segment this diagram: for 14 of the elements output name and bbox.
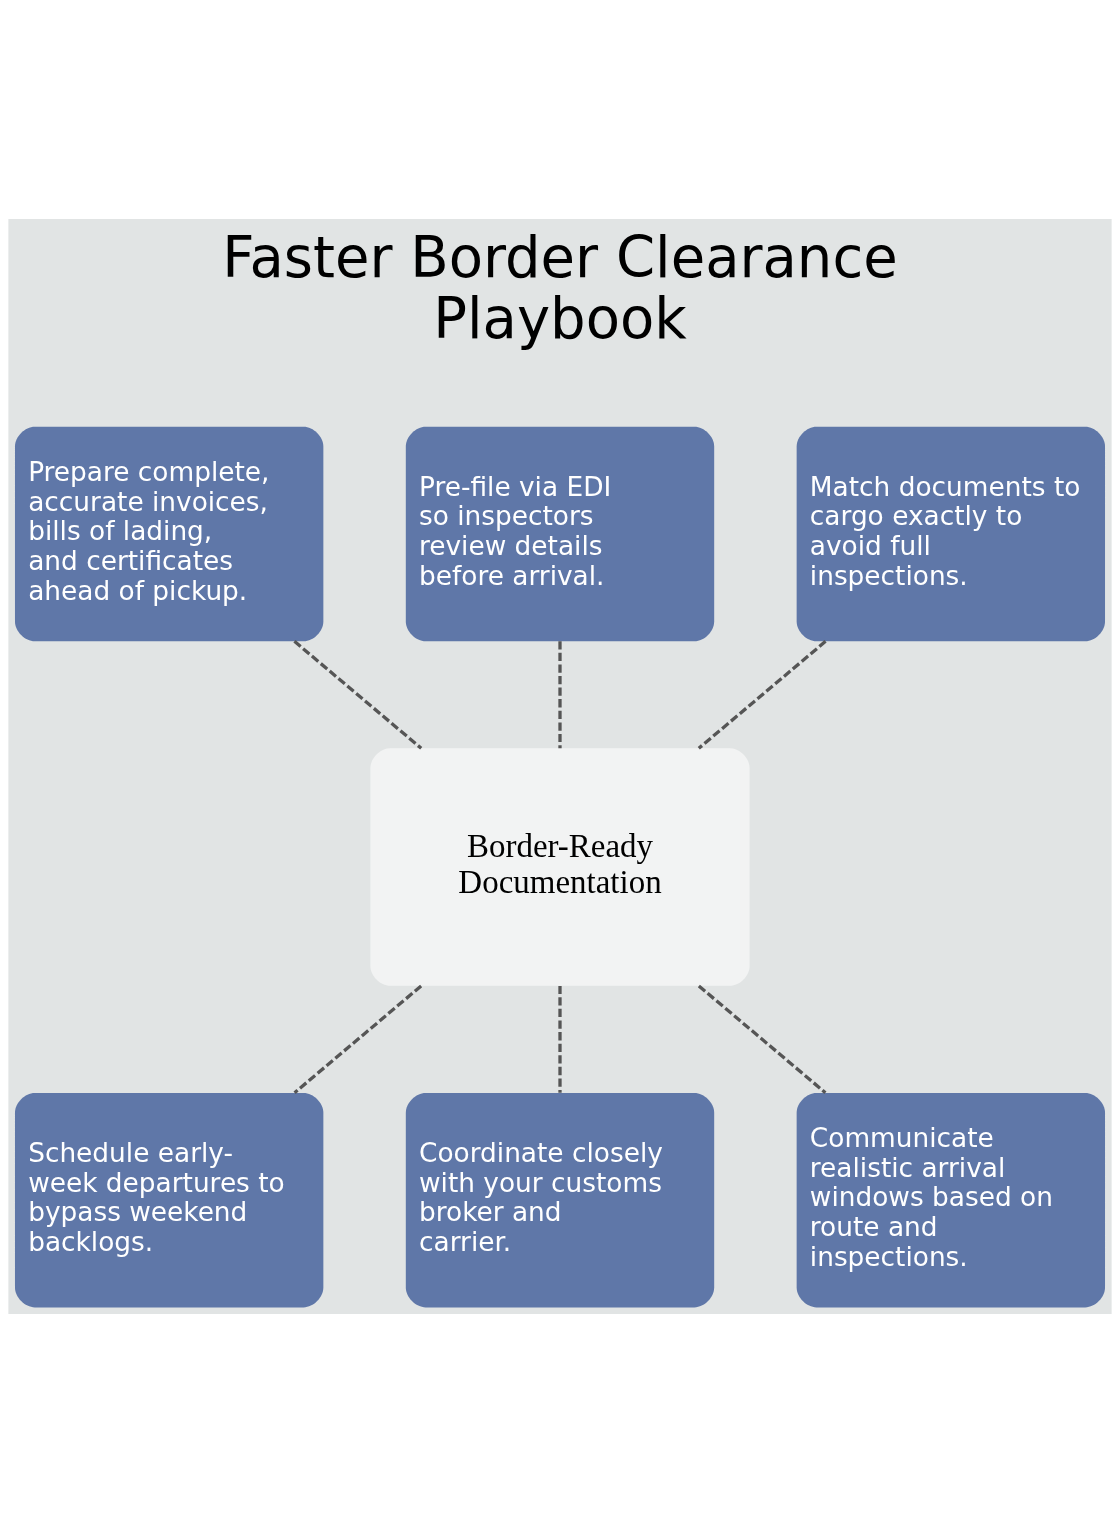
connector [697, 984, 827, 1094]
connector [558, 640, 562, 748]
connector [293, 639, 423, 750]
connector [558, 985, 562, 1093]
diagram-title: Faster Border Clearance Playbook [222, 224, 898, 351]
connector [697, 639, 827, 750]
node-box: Border-Ready Documentation [370, 747, 750, 986]
connector [293, 984, 423, 1094]
node-box: Match documents to cargo exactly to avoid full inspections. [796, 426, 1106, 641]
node-box: Schedule early-week departures to bypass weekend backlogs. [14, 1092, 324, 1307]
node-box: Pre-file via EDI so inspectors review details before arrival. [405, 426, 715, 641]
node-box: Coordinate closely with your customs broker and carrier. [405, 1092, 715, 1307]
node-box: Prepare complete, accurate invoices, bills of lading, and certificates ahead of pickup. [14, 426, 324, 641]
node-box: Communicate realistic arrival windows based on route and inspections. [796, 1092, 1106, 1307]
